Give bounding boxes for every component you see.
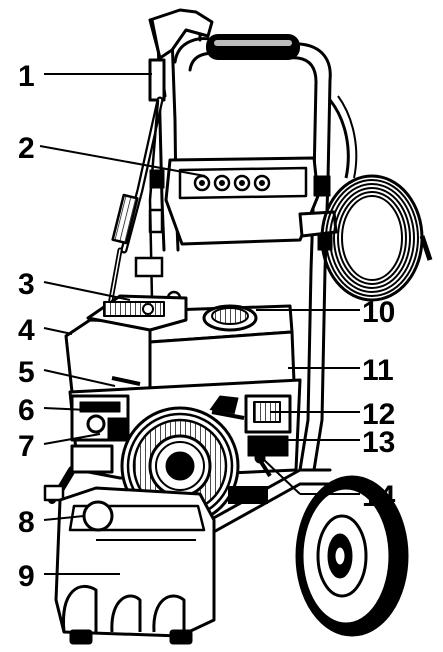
callout-12: 12 bbox=[362, 398, 395, 431]
callout-13: 13 bbox=[362, 426, 395, 459]
callout-6: 6 bbox=[18, 394, 35, 427]
callout-7: 7 bbox=[18, 430, 35, 463]
spray-gun-wand bbox=[43, 8, 214, 504]
callout-5: 5 bbox=[18, 356, 35, 389]
handle-grip bbox=[206, 34, 300, 60]
callout-10: 10 bbox=[362, 296, 395, 329]
nozzle-holder-panel bbox=[148, 156, 338, 251]
callout-3: 3 bbox=[18, 268, 35, 301]
callout-14: 14 bbox=[362, 480, 396, 513]
callout-4: 4 bbox=[18, 314, 35, 347]
callout-9: 9 bbox=[18, 560, 35, 593]
front-guard bbox=[54, 486, 216, 645]
coiled-high-pressure-hose bbox=[320, 95, 433, 302]
air-filter bbox=[64, 294, 188, 394]
callout-8: 8 bbox=[18, 506, 35, 539]
fuel-tank bbox=[148, 304, 296, 394]
hose-connector bbox=[134, 256, 164, 278]
callout-labels: 1 2 3 4 5 6 7 8 9 10 11 12 13 14 bbox=[18, 60, 396, 593]
wheel bbox=[295, 475, 409, 637]
callout-2: 2 bbox=[18, 132, 35, 165]
callout-11: 11 bbox=[362, 354, 394, 387]
callout-1: 1 bbox=[18, 60, 35, 93]
leader-lines bbox=[39, 73, 360, 575]
pump-block bbox=[228, 486, 268, 504]
